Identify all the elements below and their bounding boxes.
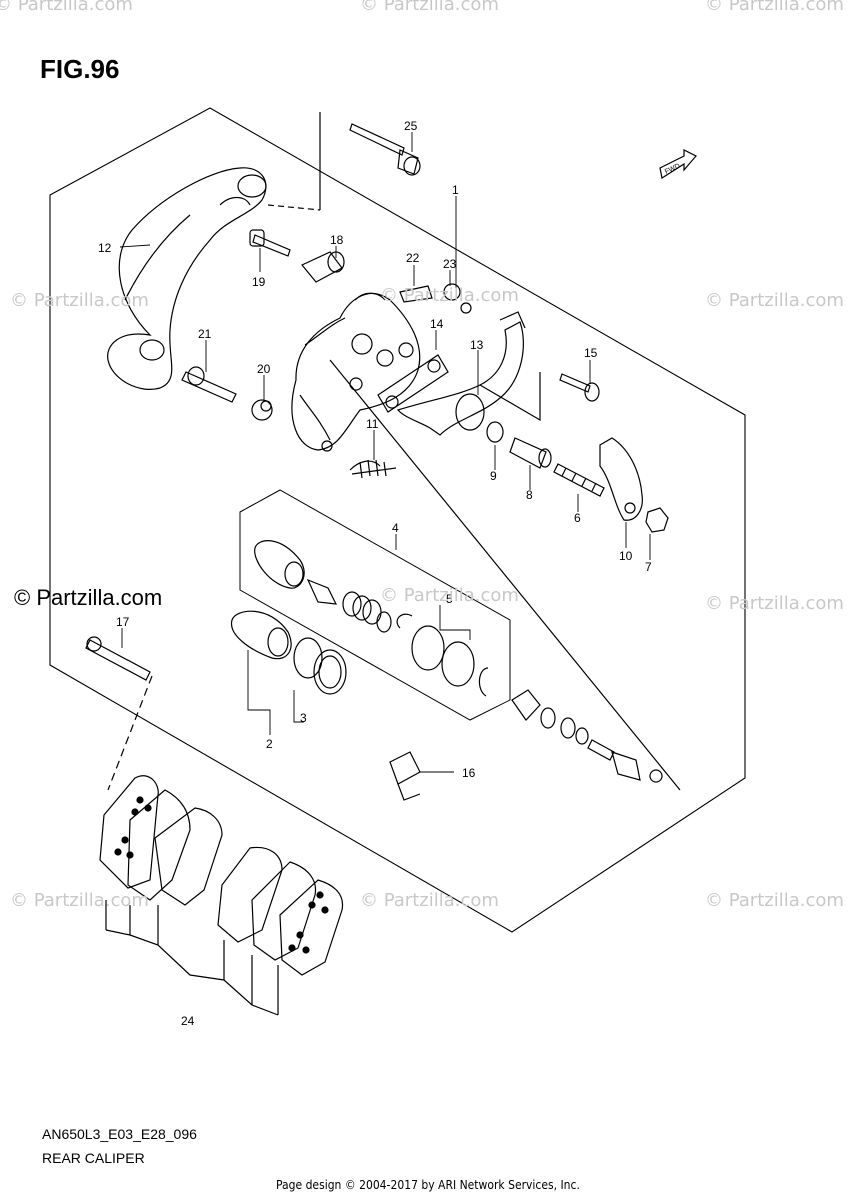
callout-labels: 1 2 3 4 5 6 7 8 9 10 11 12 13 14 15 16 1… — [98, 119, 652, 1028]
watermark: © Partzilla.com — [380, 585, 519, 606]
callout-21: 21 — [198, 327, 212, 341]
part-9-ring — [486, 421, 504, 443]
callout-13: 13 — [470, 338, 484, 352]
callout-23: 23 — [443, 257, 457, 271]
part-21-pin — [181, 366, 237, 403]
watermark: © Partzilla.com — [10, 290, 149, 311]
part-2-piston — [230, 610, 292, 660]
callout-22: 22 — [406, 251, 420, 265]
guide-dash — [267, 204, 321, 211]
part-6-rod — [553, 463, 605, 497]
watermark: © Partzilla.com — [10, 890, 149, 911]
part-17-pin — [85, 636, 151, 681]
figure-code: AN650L3_E03_E28_096 — [42, 1126, 197, 1142]
part-16-clip — [389, 751, 421, 801]
part-19-pin — [249, 229, 291, 257]
watermark: © Partzilla.com — [705, 890, 844, 911]
construction-line — [329, 359, 681, 791]
callout-1: 1 — [452, 183, 459, 197]
watermark: © Partzilla.com — [705, 290, 844, 311]
part-18-plug — [301, 251, 345, 283]
watermark: © Partzilla.com — [705, 0, 844, 15]
callout-9: 9 — [490, 469, 497, 483]
watermark-featured: © Partzilla.com — [14, 585, 163, 610]
callout-4: 4 — [392, 521, 399, 535]
callout-24: 24 — [181, 1014, 195, 1028]
watermark: © Partzilla.com — [380, 285, 519, 306]
part-24-pads — [99, 775, 344, 1016]
part-25-bolt — [349, 123, 421, 176]
part-10-arm — [599, 437, 643, 521]
watermark: © Partzilla.com — [705, 593, 844, 614]
callout-8: 8 — [526, 488, 533, 502]
callout-15: 15 — [584, 346, 598, 360]
callout-10: 10 — [619, 549, 633, 563]
callout-18: 18 — [330, 233, 344, 247]
callout-11: 11 — [366, 417, 379, 431]
callout-14: 14 — [430, 317, 444, 331]
callout-17: 17 — [116, 615, 130, 629]
watermark: © Partzilla.com — [360, 890, 499, 911]
callout-16: 16 — [462, 766, 476, 780]
caliper-body — [291, 292, 421, 452]
figure-title: FIG.96 — [40, 54, 120, 84]
part-14-plate — [377, 354, 449, 413]
part-4-piston — [254, 540, 338, 605]
part-3-seals — [293, 637, 347, 695]
assembly-boundary — [49, 107, 746, 933]
callout-12: 12 — [98, 241, 112, 255]
part-12-bracket — [107, 167, 267, 390]
watermark: © Partzilla.com — [0, 0, 133, 15]
part-11-spring — [349, 459, 397, 479]
fwd-arrow-icon: FWD — [659, 149, 697, 179]
callout-19: 19 — [252, 275, 266, 289]
part-20-plug — [251, 399, 273, 421]
part-22-bleeder — [399, 285, 433, 303]
leader-lines — [119, 132, 651, 773]
guide-dash — [107, 675, 153, 791]
part-7-nut — [645, 507, 669, 533]
part-8-adjuster — [509, 437, 552, 469]
callout-25: 25 — [404, 119, 418, 133]
part-23-cap — [443, 283, 472, 314]
part-5-seals — [342, 591, 489, 697]
callout-7: 7 — [645, 560, 652, 574]
callout-6: 6 — [574, 511, 581, 525]
guide-line — [479, 372, 541, 422]
callout-2: 2 — [266, 737, 273, 751]
part-15-bolt — [559, 373, 600, 402]
callout-5: 5 — [446, 592, 453, 606]
callout-3: 3 — [300, 711, 307, 725]
part-13-lever — [396, 311, 526, 436]
subassembly-frame — [239, 489, 511, 721]
page-footer: Page design © 2004-2017 by ARI Network S… — [276, 1178, 580, 1192]
right-hardware — [511, 689, 663, 783]
watermark: © Partzilla.com — [360, 0, 499, 15]
figure-caption: REAR CALIPER — [42, 1150, 145, 1166]
callout-20: 20 — [257, 362, 271, 376]
